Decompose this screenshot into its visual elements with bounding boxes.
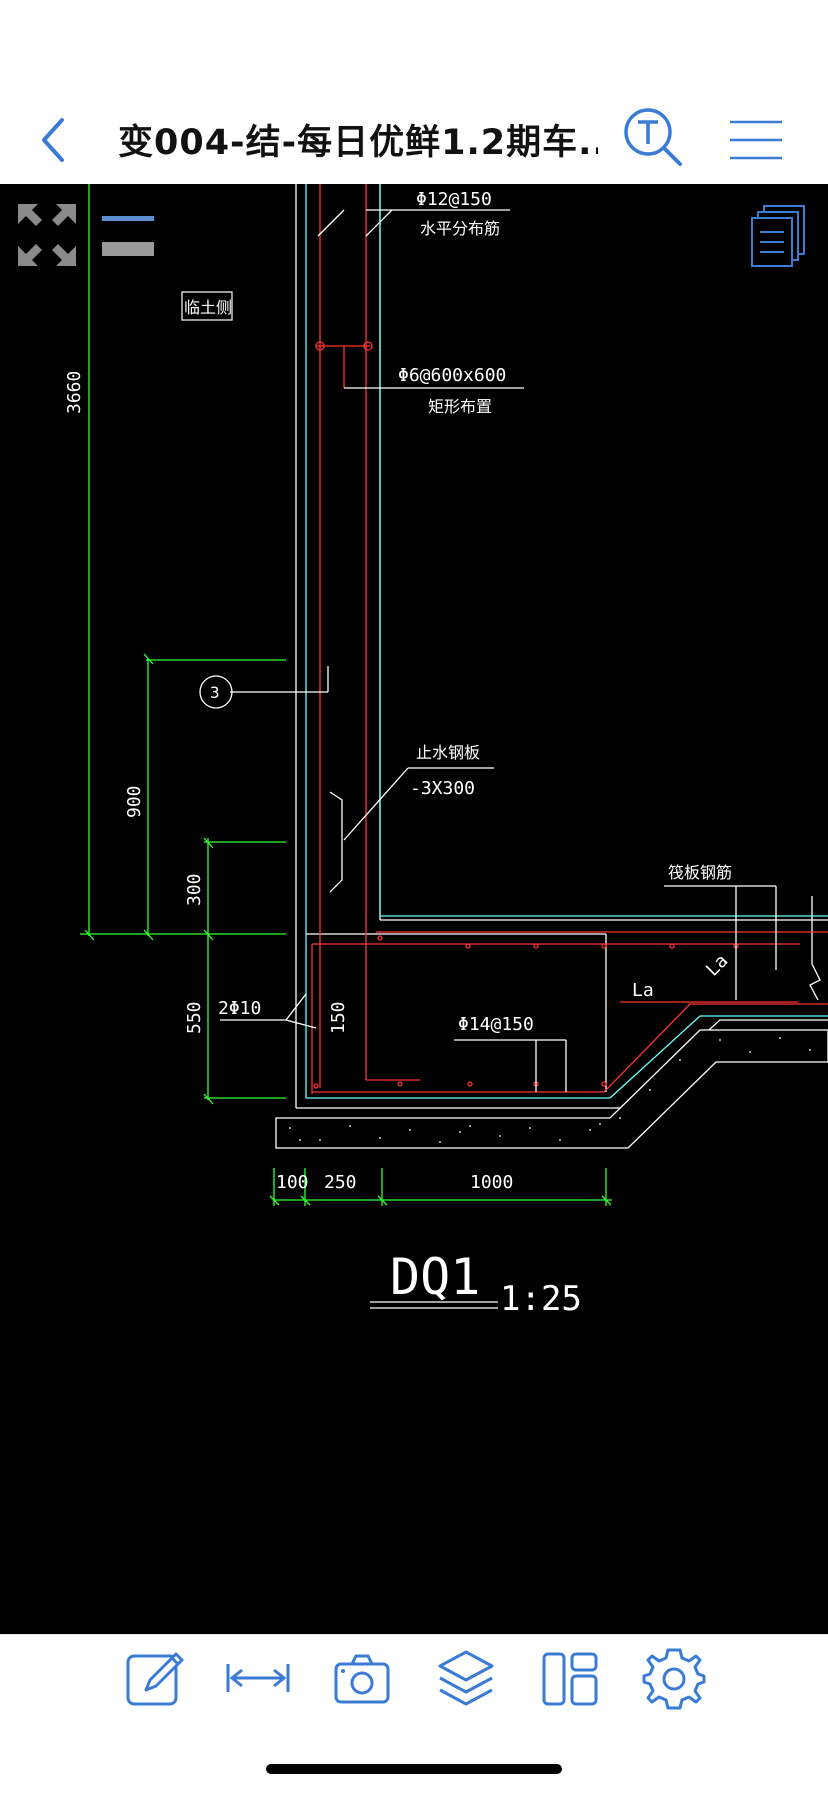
settings-gear-icon[interactable] (642, 1646, 706, 1710)
layers-icon[interactable] (434, 1646, 498, 1710)
label-la-1: La (632, 980, 654, 1001)
label-la-2: La (702, 950, 732, 980)
label-rebar-phi14: Φ14@150 (458, 1014, 534, 1035)
label-tie-bar-desc: 矩形布置 (428, 397, 492, 416)
label-section-name: DQ1 (390, 1248, 480, 1306)
label-waterstop: 止水钢板 (416, 743, 480, 762)
label-waterstop-size: -3X300 (410, 778, 475, 799)
document-title: 变004-结-每日优鲜1.2期车... (118, 123, 598, 163)
pencil-edit-icon[interactable] (122, 1646, 186, 1710)
layout-pages-icon[interactable] (748, 204, 808, 268)
fullscreen-expand-icon[interactable] (14, 200, 80, 270)
label-raft-rebar: 筏板钢筋 (668, 863, 732, 882)
label-dim-100: 100 (276, 1172, 309, 1193)
label-dim-250: 250 (324, 1172, 357, 1193)
label-scale: 1:25 (500, 1279, 582, 1319)
section-callout-circle (199, 675, 233, 709)
label-callout-3: 3 (210, 683, 220, 702)
label-dim-550: 550 (184, 1001, 205, 1034)
hamburger-menu-icon[interactable] (726, 118, 786, 162)
wall-outline (295, 184, 828, 1109)
soil-side-box (181, 291, 233, 321)
dimension-lines (80, 184, 612, 1206)
layout-icon[interactable] (538, 1646, 602, 1710)
app-header: 变004-结-每日优鲜1.2期车... (0, 0, 828, 184)
label-rebar-top-desc: 水平分布筋 (420, 219, 500, 238)
label-2phi10: 2Φ10 (218, 998, 261, 1019)
home-indicator[interactable] (266, 1764, 562, 1774)
concrete-outline (305, 184, 828, 1099)
leader-lines (220, 209, 777, 1309)
cad-drawing-canvas[interactable]: Φ12@150 水平分布筋 临土侧 Φ6@600x600 矩形布置 3 止水钢板… (0, 184, 828, 1634)
label-dim-1000: 1000 (470, 1172, 513, 1193)
label-soil-side: 临土侧 (184, 298, 232, 317)
text-search-icon[interactable] (620, 104, 686, 170)
camera-icon[interactable] (330, 1646, 394, 1710)
chevron-left-icon[interactable] (30, 110, 80, 170)
rebar-lines (311, 184, 828, 1094)
label-tie-bar: Φ6@600x600 (398, 365, 506, 386)
line-weight-icon[interactable] (98, 210, 158, 258)
measure-icon[interactable] (226, 1646, 290, 1710)
label-dim-150: 150 (328, 1001, 349, 1034)
foundation-hatch (275, 1029, 828, 1149)
label-dim-3660: 3660 (64, 371, 85, 414)
label-dim-900: 900 (124, 785, 145, 818)
label-dim-300: 300 (184, 873, 205, 906)
label-rebar-top: Φ12@150 (416, 189, 492, 210)
